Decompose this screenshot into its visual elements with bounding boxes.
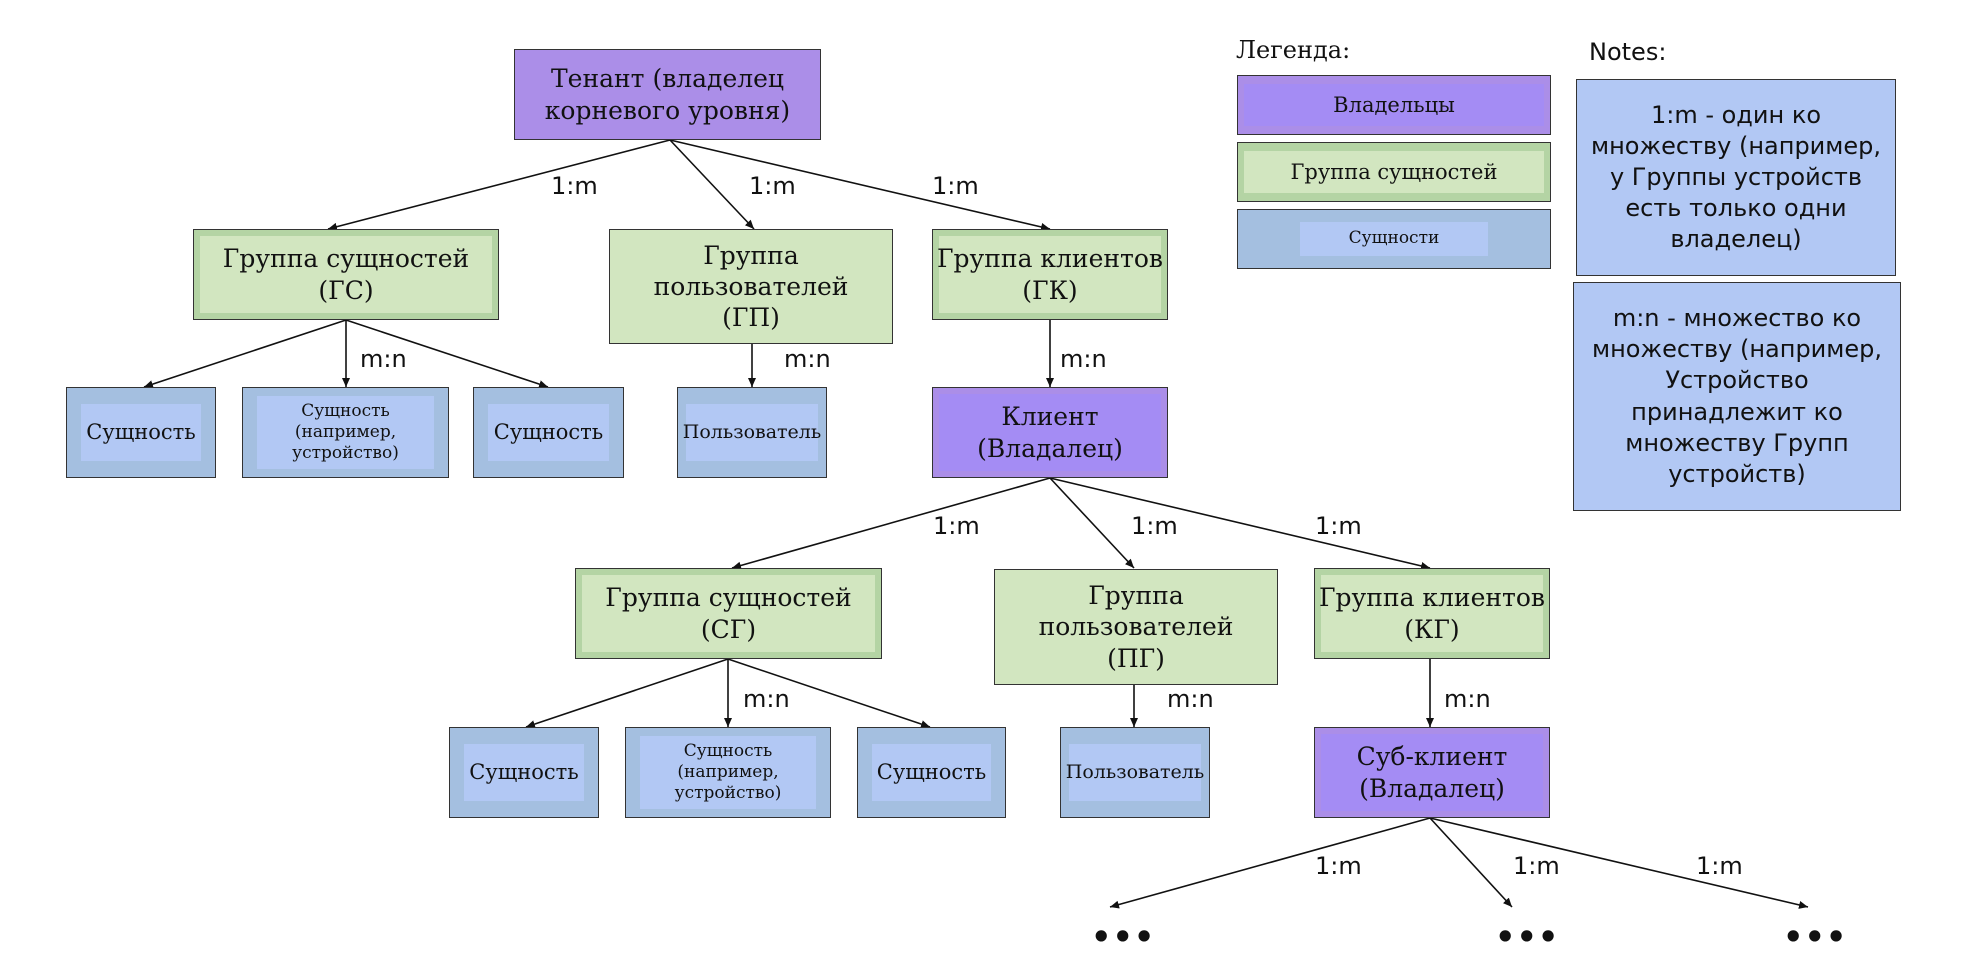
- node-entity-1: Сущность: [66, 387, 216, 478]
- node-entity-device-1-label: Сущность (например, устройство): [292, 400, 399, 464]
- note-many-to-many-text: m:n - множество ко множеству (например, …: [1591, 303, 1883, 488]
- edge-tenant-user-group: [669, 139, 755, 230]
- node-user-2-label: Пользователь: [1065, 760, 1205, 783]
- edge-label-mn: m:n: [360, 345, 407, 373]
- edge-label-1m: 1:m: [1315, 852, 1362, 880]
- node-fill: [257, 396, 434, 469]
- node-fill: [1069, 744, 1201, 801]
- edge-label-1m: 1:m: [1513, 852, 1560, 880]
- node-entity-4-label: Сущность: [876, 760, 987, 785]
- node-entity-group-1: Группа сущностей (ГС): [193, 229, 499, 320]
- node-customer-group-1-label: Группа клиентов (ГК): [936, 244, 1164, 305]
- edge-eg1-entity1: [143, 319, 347, 388]
- edge-eg2-entity4: [727, 658, 931, 728]
- node-fill: [1244, 84, 1544, 126]
- node-customer-group-2: Группа клиентов (КГ): [1314, 568, 1550, 659]
- legend-entity-groups-label: Группа сущностей: [1290, 159, 1498, 184]
- legend-entity-groups: Группа сущностей: [1237, 142, 1551, 202]
- node-entity-2: Сущность: [473, 387, 624, 478]
- node-fill: [582, 575, 875, 652]
- legend-title: Легенда:: [1236, 36, 1351, 64]
- node-entity-3-label: Сущность: [469, 760, 579, 785]
- edge-eg1-entity2: [345, 319, 549, 388]
- node-tenant-label: Тенант (владелец корневого уровня): [544, 64, 791, 125]
- node-customer: Клиент (Владалец): [932, 387, 1168, 478]
- edge-tenant-entity-group: [327, 139, 671, 231]
- node-entity-4: Сущность: [857, 727, 1006, 818]
- node-user-1: Пользователь: [677, 387, 827, 478]
- legend-entities-label: Сущности: [1348, 228, 1440, 249]
- node-fill: [1300, 222, 1488, 256]
- node-fill: [1321, 575, 1543, 652]
- legend-entities: Сущности: [1237, 209, 1551, 269]
- note-many-to-many: m:n - множество ко множеству (например, …: [1573, 282, 1901, 511]
- node-user-group-1: Группа пользователей (ГП): [609, 229, 893, 344]
- node-fill: [1244, 151, 1544, 193]
- edge-label-1m: 1:m: [551, 172, 598, 200]
- edge-subcustomer-more-3: [1429, 817, 1809, 909]
- edge-subcustomer-more-2: [1429, 817, 1513, 908]
- node-sub-customer: Суб-клиент (Владалец): [1314, 727, 1550, 818]
- node-customer-group-1: Группа клиентов (ГК): [932, 229, 1168, 320]
- node-tenant: Тенант (владелец корневого уровня): [514, 49, 821, 140]
- node-entity-2-label: Сущность: [493, 420, 604, 445]
- node-entity-device-2: Сущность (например, устройство): [625, 727, 831, 818]
- more-children-ellipsis: •••: [1495, 918, 1560, 956]
- notes-title: Notes:: [1589, 38, 1667, 66]
- node-entity-group-2-label: Группа сущностей (СГ): [605, 583, 852, 644]
- node-entity-3: Сущность: [449, 727, 599, 818]
- edge-label-mn: m:n: [784, 345, 831, 373]
- node-fill: [939, 394, 1161, 471]
- more-children-ellipsis: •••: [1783, 918, 1848, 956]
- edge-label-1m: 1:m: [933, 512, 980, 540]
- node-entity-1-label: Сущность: [86, 420, 196, 445]
- node-user-group-2-label: Группа пользователей (ПГ): [1038, 581, 1234, 673]
- node-entity-group-2: Группа сущностей (СГ): [575, 568, 882, 659]
- node-fill: [81, 404, 201, 461]
- edge-label-1m: 1:m: [1315, 512, 1362, 540]
- edge-label-mn: m:n: [1060, 345, 1107, 373]
- edge-subcustomer-more-1: [1109, 817, 1431, 909]
- node-user-group-1-label: Группа пользователей (ГП): [653, 240, 849, 333]
- node-user-group-2: Группа пользователей (ПГ): [994, 569, 1278, 685]
- note-one-to-many-text: 1:m - один ко множеству (например, у Гру…: [1590, 100, 1882, 254]
- node-user-1-label: Пользователь: [682, 420, 822, 443]
- node-fill: [464, 744, 584, 801]
- edge-label-1m: 1:m: [749, 172, 796, 200]
- legend-owners: Владельцы: [1237, 75, 1551, 135]
- node-fill: [939, 236, 1161, 313]
- more-children-ellipsis: •••: [1091, 918, 1156, 956]
- edge-label-1m: 1:m: [932, 172, 979, 200]
- node-entity-group-1-label: Группа сущностей (ГС): [222, 244, 470, 305]
- edge-label-mn: m:n: [1444, 685, 1491, 713]
- node-fill: [686, 404, 818, 461]
- node-fill: [1321, 734, 1543, 811]
- node-fill: [872, 744, 991, 801]
- edge-label-1m: 1:m: [1696, 852, 1743, 880]
- node-customer-label: Клиент (Владалец): [977, 402, 1123, 463]
- node-fill: [488, 404, 609, 461]
- node-entity-device-2-label: Сущность (например, устройство): [674, 740, 782, 804]
- edge-customer-customer-group: [1049, 477, 1431, 570]
- edge-label-mn: m:n: [743, 685, 790, 713]
- legend-owners-label: Владельцы: [1333, 92, 1455, 117]
- node-entity-device-1: Сущность (например, устройство): [242, 387, 449, 478]
- edge-customer-user-group: [1049, 477, 1135, 569]
- node-user-2: Пользователь: [1060, 727, 1210, 818]
- edge-eg2-entity3: [525, 658, 729, 728]
- node-sub-customer-label: Суб-клиент (Владалец): [1356, 742, 1508, 803]
- edge-customer-entity-group: [731, 477, 1051, 570]
- node-fill: [200, 236, 492, 313]
- node-customer-group-2-label: Группа клиентов (КГ): [1318, 583, 1546, 644]
- node-fill: [640, 736, 816, 809]
- edge-tenant-customer-group: [669, 139, 1051, 231]
- edge-label-mn: m:n: [1167, 685, 1214, 713]
- edge-label-1m: 1:m: [1131, 512, 1178, 540]
- note-one-to-many: 1:m - один ко множеству (например, у Гру…: [1576, 79, 1896, 276]
